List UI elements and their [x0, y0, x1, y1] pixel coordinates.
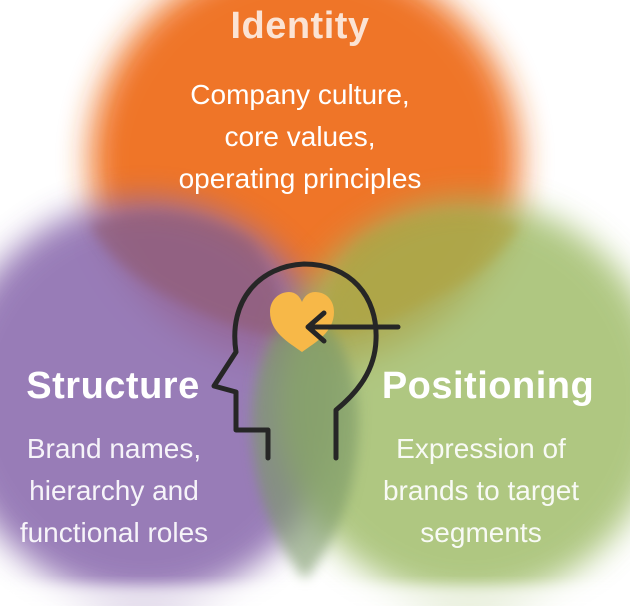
- structure-line: hierarchy and: [29, 475, 199, 506]
- positioning-title: Positioning: [381, 365, 595, 407]
- identity-title: Identity: [230, 5, 370, 47]
- structure-positioning-overlap: [251, 300, 359, 580]
- positioning-line: segments: [420, 517, 542, 548]
- structure-line: functional roles: [19, 517, 209, 548]
- arrow-icon: [305, 310, 401, 344]
- head-with-heart-icon: [211, 261, 379, 461]
- identity-description: Company culture, core values, operating …: [110, 74, 490, 200]
- identity-positioning-overlap: [318, 213, 520, 340]
- positioning-description: Expression of brands to target segments: [366, 428, 596, 554]
- structure-description: Brand names, hierarchy and functional ro…: [0, 428, 228, 554]
- positioning-line: Expression of: [396, 433, 566, 464]
- identity-line: core values,: [224, 121, 376, 152]
- identity-line: Company culture,: [190, 79, 410, 110]
- structure-title: Structure: [26, 365, 200, 407]
- identity-line: operating principles: [178, 163, 422, 194]
- positioning-line: brands to target: [382, 475, 580, 506]
- structure-line: Brand names,: [26, 433, 202, 464]
